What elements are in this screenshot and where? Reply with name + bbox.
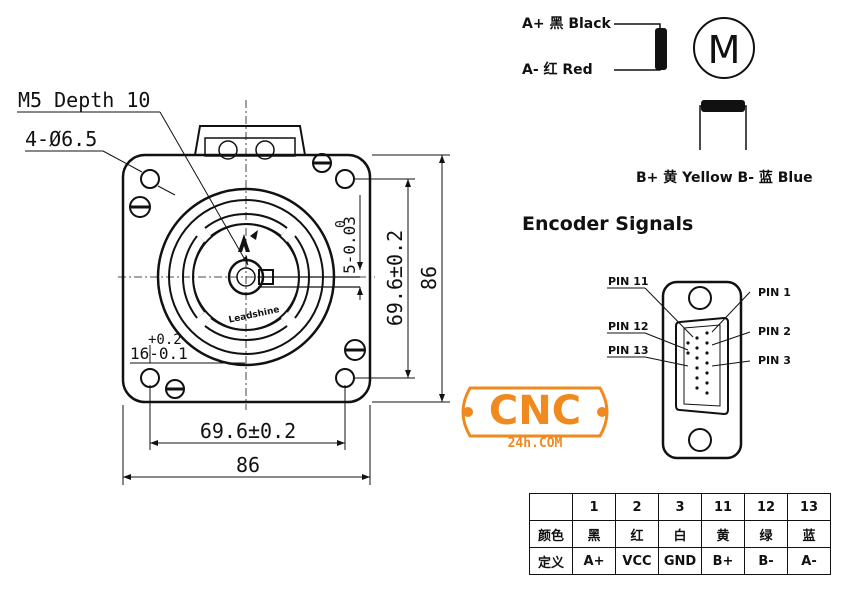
table-cell: 红 [615,520,659,548]
db15-connector-icon [661,280,743,460]
table-cell: 绿 [744,520,788,548]
table-row: 定义 A+ VCC GND B+ B- A- [529,547,831,575]
a-plus-label: A+ 黑 Black [522,16,612,32]
b-phase-label: B+ 黄 Yellow B- 蓝 Blue [636,169,813,186]
height-86-label: 86 [417,266,441,290]
tol-plus-label: +0.2 [148,332,182,348]
pin-dots [686,331,709,395]
table-cell: 2 [615,493,659,521]
table-cell: 蓝 [787,520,831,548]
screw-icon [129,153,366,399]
cnc24h-logo: CNC 24h.COM [461,386,609,451]
table-cell: 颜色 [529,520,573,548]
coil-icon [655,28,745,112]
shaft-top-label: 0 [334,220,349,228]
pin2-label: PIN 2 [758,325,791,338]
hole-label: 4-Ø6.5 [25,127,97,151]
pin12-label: PIN 12 [608,320,649,333]
table-cell: 白 [658,520,702,548]
motor-front-view [118,100,375,410]
table-cell: B+ [701,547,745,575]
pin-table: 1 2 3 11 12 13 颜色 黑 红 白 黄 绿 蓝 定义 A+ VCC … [529,493,831,575]
pin-leaders [607,287,751,367]
dimension-lines [17,111,450,485]
table-cell: 定义 [529,547,573,575]
pin1-label: PIN 1 [758,286,791,299]
table-cell: 1 [572,493,616,521]
dimension-arrows [123,155,445,480]
tol-16-label: 16-0.1 [130,344,188,363]
table-cell: A+ [572,547,616,575]
table-cell: 黄 [701,520,745,548]
table-cell: 3 [658,493,702,521]
table-cell: B- [744,547,788,575]
height-696-label: 69.6±0.2 [383,230,407,326]
width-86-label: 86 [236,453,260,477]
logo-sub-text: 24h.COM [508,436,563,451]
pin3-label: PIN 3 [758,354,791,367]
table-cell: 12 [744,493,788,521]
pin13-label: PIN 13 [608,344,649,357]
table-cell: 13 [787,493,831,521]
m5-depth-label: M5 Depth 10 [18,88,150,112]
pin11-label: PIN 11 [608,275,649,288]
width-696-label: 69.6±0.2 [200,419,296,443]
logo-main-text: CNC [489,388,581,434]
table-cell [529,493,573,521]
a-minus-label: A- 红 Red [522,61,593,78]
table-header-row: 1 2 3 11 12 13 [529,493,831,521]
table-row: 颜色 黑 红 白 黄 绿 蓝 [529,520,831,548]
encoder-title: Encoder Signals [522,213,693,235]
table-cell: 黑 [572,520,616,548]
table-cell: 11 [701,493,745,521]
table-cell: VCC [615,547,659,575]
shaft-dim-label: 5-0.03 [340,216,359,274]
table-cell: A- [787,547,831,575]
motor-symbol: M [708,28,741,72]
table-cell: GND [658,547,702,575]
